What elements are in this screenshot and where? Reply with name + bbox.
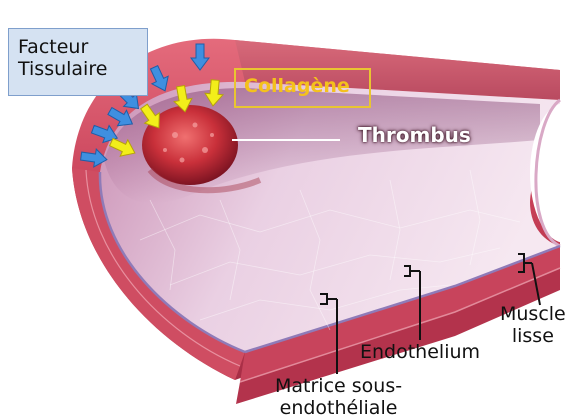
muscle-lisse-label: Muscle lisse <box>500 304 566 348</box>
collagene-label: Collagène <box>244 76 350 98</box>
endothelium-label: Endothelium <box>360 342 480 364</box>
thrombus-label: Thrombus <box>358 124 471 147</box>
facteur-tissulaire-label: Facteur Tissulaire <box>18 36 107 81</box>
matrice-sous-endotheliale-label: Matrice sous- endothéliale <box>275 376 402 420</box>
